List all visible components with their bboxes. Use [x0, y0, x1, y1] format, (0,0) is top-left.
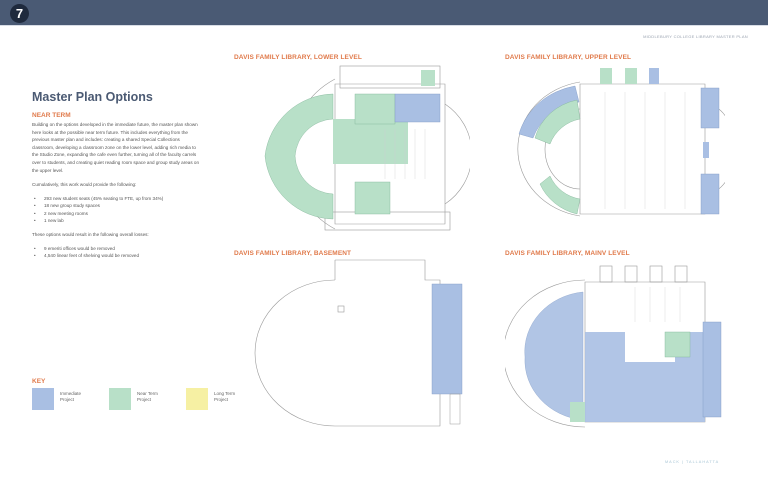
list-item: 2 new meeting rooms [32, 210, 202, 218]
legend-item-immediate: Immediate Project [32, 388, 97, 410]
immediate-swatch [32, 388, 54, 410]
footer-watermark: MACK | TALLAHATTA [665, 460, 720, 464]
main-level-floor-plan [505, 265, 722, 428]
upper-level-title: DAVIS FAMILY LIBRARY, UPPER LEVEL [505, 54, 632, 61]
long-term-swatch [186, 388, 208, 410]
intro-paragraph: Building on the options developed in the… [32, 122, 200, 173]
page-title: Master Plan Options [32, 90, 153, 104]
document-title: MIDDLEBURY COLLEGE LIBRARY MASTER PLAN [643, 34, 748, 39]
text-panel: Master Plan Options NEAR TERM Building o… [32, 90, 202, 260]
header-divider [0, 25, 768, 26]
lower-level-title: DAVIS FAMILY LIBRARY, LOWER LEVEL [234, 54, 362, 61]
legend-item-near-term: Near Term Project [109, 388, 174, 410]
list-item: 1 new lab [32, 217, 202, 225]
upper-level-floor-plan [517, 68, 725, 217]
main-level-title: DAVIS FAMILY LIBRARY, MAINV LEVEL [505, 250, 630, 257]
section-heading: NEAR TERM [32, 112, 71, 119]
gains-list: 293 new student seats (45% seating to FT… [32, 195, 202, 225]
list-item: 4,540 linear feet of shelving would be r… [32, 252, 202, 260]
losses-list: 9 emeriti offices would be removed 4,540… [32, 245, 202, 260]
list-item: 9 emeriti offices would be removed [32, 245, 202, 253]
losses-intro: These options would result in the follow… [32, 232, 149, 238]
legend-item-long-term: Long Term Project [186, 388, 251, 410]
page-number-badge: 7 [10, 4, 29, 23]
legend-title: KEY [32, 378, 46, 385]
basement-title: DAVIS FAMILY LIBRARY, BASEMENT [234, 250, 352, 257]
provides-intro: Cumulatively, this work would provide th… [32, 182, 137, 188]
list-item: 18 new group study spaces [32, 202, 202, 210]
lower-level-floor-plan [264, 65, 470, 231]
header-bar: 7 [0, 0, 768, 25]
legend: KEY Immediate Project Near Term Project … [32, 378, 251, 410]
near-term-swatch [109, 388, 131, 410]
list-item: 293 new student seats (45% seating to FT… [32, 195, 202, 203]
basement-floor-plan [254, 259, 463, 427]
